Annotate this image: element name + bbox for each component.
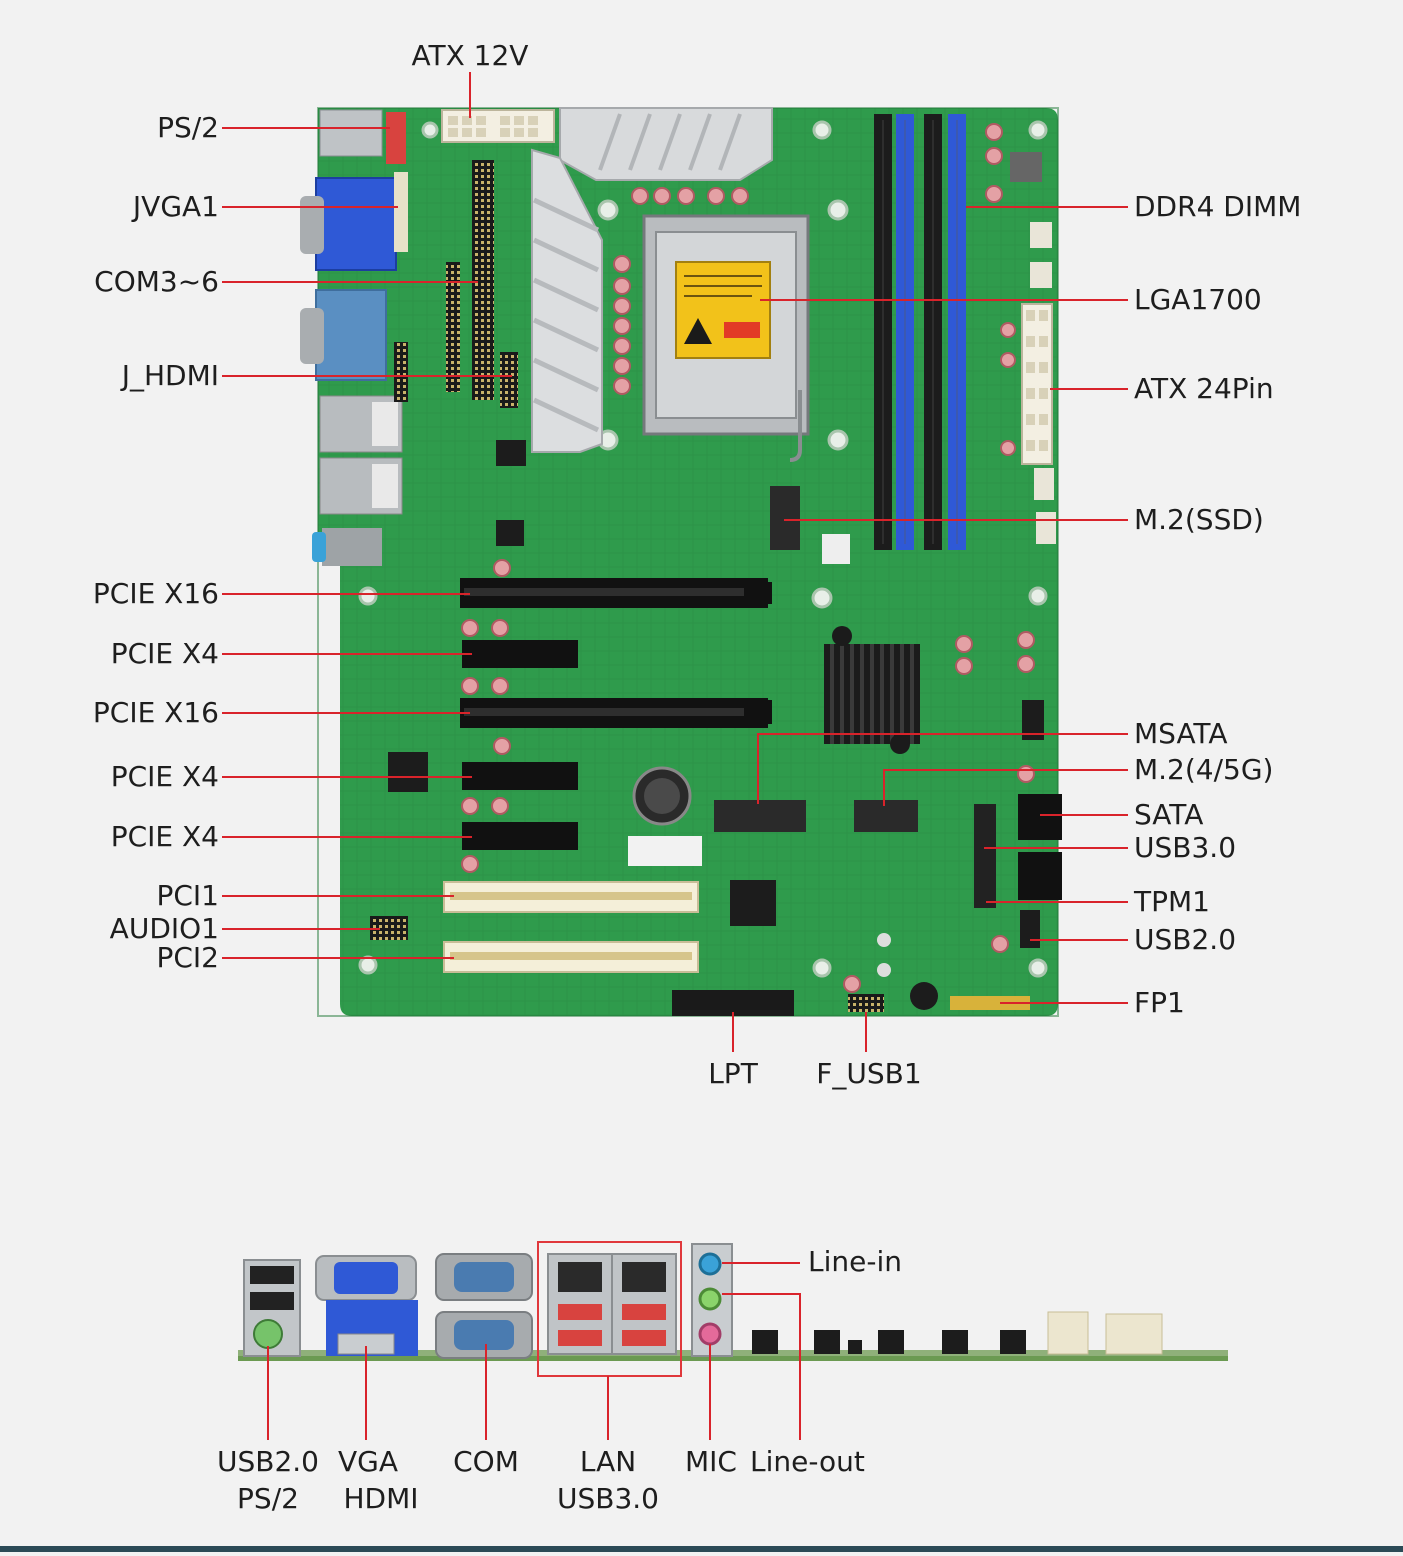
label-pcie-x16-1: PCIE X16 bbox=[92, 577, 219, 610]
label-pcie-x16-2: PCIE X16 bbox=[92, 696, 219, 729]
label-io-com: COM bbox=[453, 1445, 519, 1478]
label-pci2: PCI2 bbox=[156, 941, 219, 974]
label-io-mic: MIC bbox=[685, 1445, 737, 1478]
label-line-in: Line-in bbox=[808, 1245, 902, 1278]
label-atx-12v: ATX 12V bbox=[411, 39, 529, 72]
label-pci1: PCI1 bbox=[156, 879, 219, 912]
label-m2-ssd: M.2(SSD) bbox=[1134, 503, 1264, 536]
label-com3-6: COM3~6 bbox=[94, 265, 219, 298]
label-jvga1: JVGA1 bbox=[132, 190, 219, 223]
board-leader-lines bbox=[222, 72, 1128, 1052]
label-pcie-x4-1: PCIE X4 bbox=[110, 637, 219, 670]
bottom-edge-strip bbox=[0, 1546, 1403, 1552]
label-lpt: LPT bbox=[708, 1057, 758, 1090]
label-ps2: PS/2 bbox=[157, 111, 219, 144]
lan-usb3-highlight-box bbox=[537, 1241, 682, 1377]
label-j-hdmi: J_HDMI bbox=[121, 359, 219, 392]
label-atx-24pin: ATX 24Pin bbox=[1134, 372, 1274, 405]
label-io-usb3: USB3.0 bbox=[556, 1482, 659, 1515]
io-panel bbox=[238, 1241, 1228, 1377]
label-io-lan: LAN bbox=[579, 1445, 637, 1478]
label-pcie-x4-3: PCIE X4 bbox=[110, 820, 219, 853]
label-tpm1: TPM1 bbox=[1134, 885, 1210, 918]
label-msata: MSATA bbox=[1134, 717, 1228, 750]
io-leader-lines bbox=[267, 1262, 801, 1440]
label-io-line-out: Line-out bbox=[750, 1445, 865, 1478]
label-io-ps2: PS/2 bbox=[237, 1482, 299, 1515]
label-io-hdmi: HDMI bbox=[343, 1482, 419, 1515]
label-pcie-x4-2: PCIE X4 bbox=[110, 760, 219, 793]
label-lga1700: LGA1700 bbox=[1134, 283, 1262, 316]
label-ddr4-dimm: DDR4 DIMM bbox=[1134, 190, 1302, 223]
label-usb2-header: USB2.0 bbox=[1134, 923, 1237, 956]
label-f-usb1: F_USB1 bbox=[816, 1057, 922, 1090]
label-io-vga: VGA bbox=[337, 1445, 398, 1478]
label-usb3-header: USB3.0 bbox=[1134, 831, 1237, 864]
label-audio1: AUDIO1 bbox=[109, 912, 219, 945]
label-io-usb2: USB2.0 bbox=[216, 1445, 319, 1478]
label-m2-4-5g: M.2(4/5G) bbox=[1134, 753, 1274, 786]
label-sata: SATA bbox=[1134, 798, 1204, 831]
motherboard-pcb bbox=[300, 107, 1062, 1017]
label-fp1: FP1 bbox=[1134, 986, 1185, 1019]
